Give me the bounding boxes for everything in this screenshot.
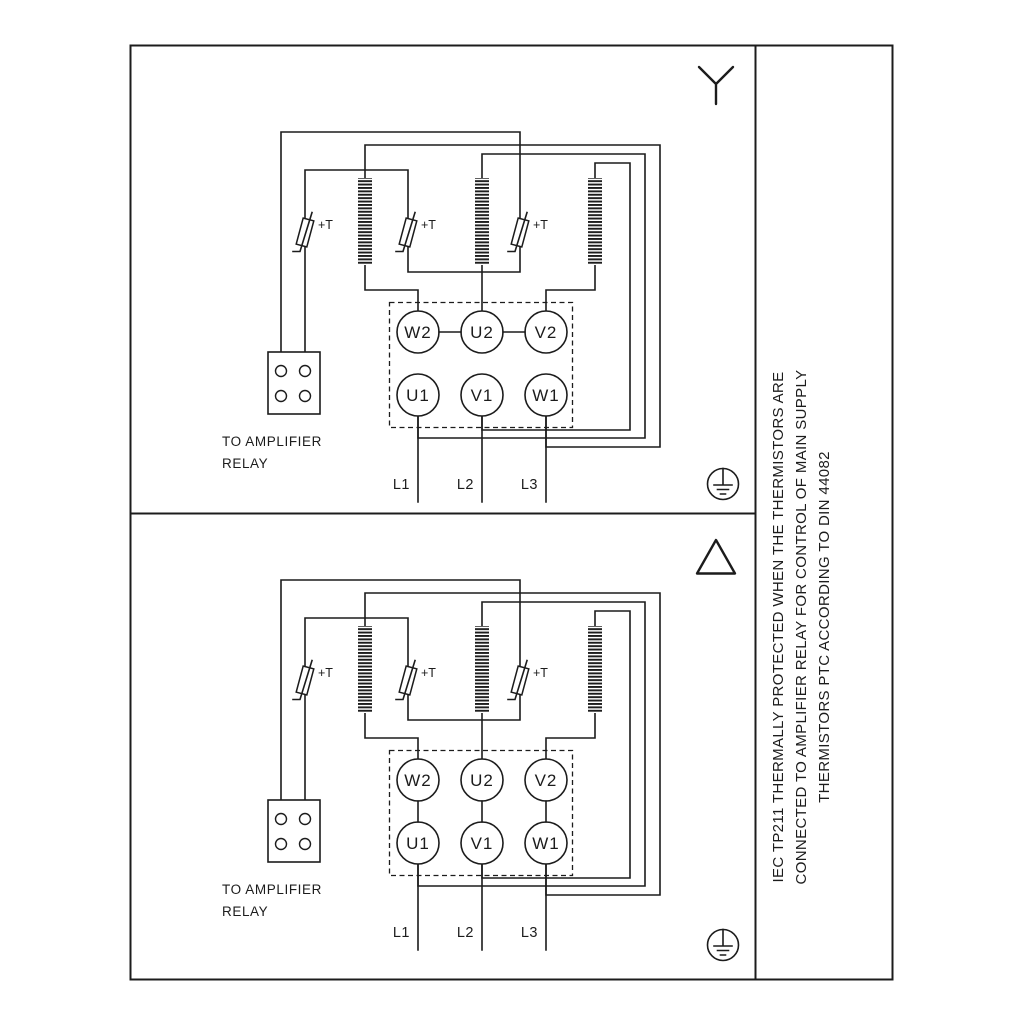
relay-pin-icon (274, 364, 288, 378)
terminal-w1-label: W1 (532, 386, 560, 405)
side-note-line1: IEC TP211 THERMALLY PROTECTED WHEN THE T… (770, 372, 787, 883)
supply-label-l2: L2 (457, 477, 474, 493)
delta-connection-icon (695, 538, 737, 575)
terminal-u1-label: U1 (406, 386, 430, 405)
thermistor-chain-wire (280, 131, 521, 353)
terminal-w1 (524, 373, 568, 417)
star-connection-icon (697, 65, 735, 106)
relay-pin-icon (298, 389, 312, 403)
thermistor-3-icon (507, 211, 530, 253)
relay-caption-line2: RELAY (222, 456, 268, 471)
terminal-v1 (460, 373, 504, 417)
star-panel: +T +T +T W2 U2 V2 U1 V1 W1 TO AMPLIFIER … (222, 131, 661, 503)
side-note-line3: THERMISTORS PTC ACCORDING TO DIN 44082 (816, 451, 833, 803)
winding-coil-2 (475, 178, 489, 265)
winding-coil-3 (588, 178, 602, 265)
relay-pin-icon (274, 389, 288, 403)
terminal-u1 (396, 373, 440, 417)
side-note-line2: CONNECTED TO AMPLIFIER RELAY FOR CONTROL… (793, 370, 810, 885)
delta-link-wire (417, 800, 547, 823)
supply-label-l3: L3 (521, 477, 538, 493)
supply-label-l1: L1 (393, 477, 410, 493)
terminal-u2-label: U2 (470, 323, 494, 342)
thermistor-1-icon (292, 211, 315, 253)
supply-lines-wire (417, 415, 547, 503)
thermistor-1-label: +T (318, 218, 333, 232)
thermistor-3-label: +T (533, 218, 548, 232)
thermistor-2-label: +T (421, 218, 436, 232)
terminal-board-outline (388, 301, 574, 429)
terminal-w2-label: W2 (404, 323, 432, 342)
winding-w-terminal-stub (364, 264, 419, 312)
winding-coil-1 (358, 178, 372, 265)
relay-caption-line1: TO AMPLIFIER (222, 434, 322, 449)
terminal-v2-label: V2 (535, 323, 558, 342)
earth-ground-icon (706, 467, 740, 501)
winding-v-terminal-stub (545, 264, 596, 312)
earth-ground-icon (706, 928, 740, 962)
thermistor-2-icon (395, 211, 418, 253)
relay-connector (267, 351, 321, 415)
terminal-v1-label: V1 (471, 386, 494, 405)
relay-pin-icon (298, 364, 312, 378)
